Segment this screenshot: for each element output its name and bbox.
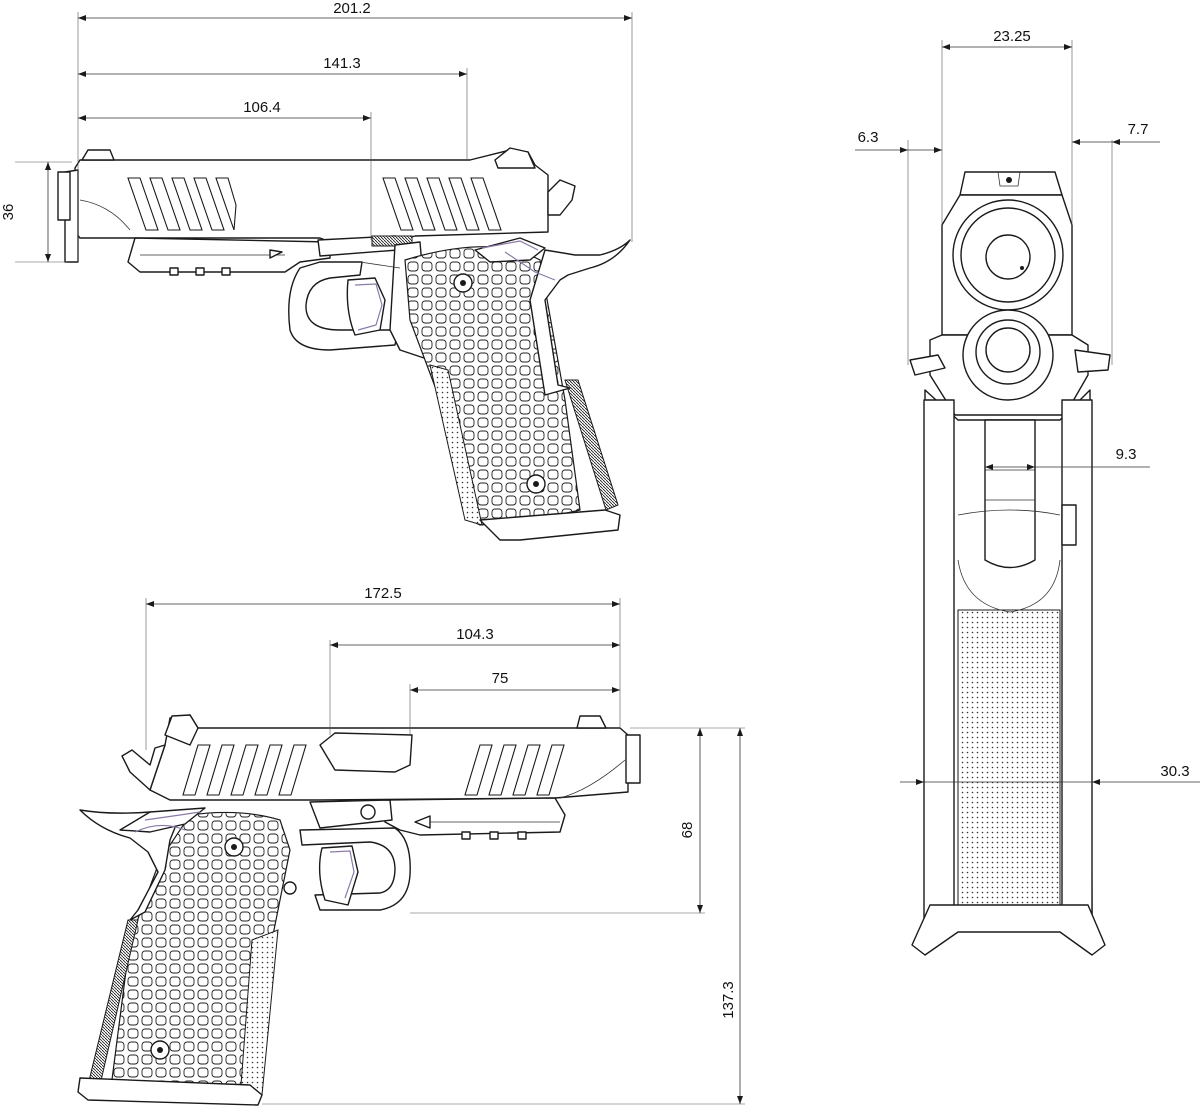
dims-side-right: 201.2 141.3 106.4 36 [0, 0, 633, 263]
rear-serrations [382, 177, 502, 231]
slide-stop [309, 799, 393, 829]
magazine-base [911, 904, 1106, 956]
front-serrations [464, 744, 565, 796]
rear-sight [494, 147, 536, 169]
dim-overall-length: 172.5 [364, 585, 402, 602]
dim-length-106: 106.4 [243, 99, 281, 116]
trigger-guard [288, 261, 399, 351]
beavertail [79, 809, 181, 921]
dim-length-75: 75 [492, 670, 509, 687]
trigger [318, 845, 359, 906]
rear-serrations [182, 744, 307, 796]
magazine-base [479, 509, 621, 541]
dim-length-104: 104.3 [456, 626, 494, 643]
ejection-port [319, 732, 413, 773]
dust-cover [384, 797, 566, 836]
beavertail [529, 239, 631, 396]
dims-side-left: 172.5 104.3 75 68 137.3 [145, 585, 745, 1105]
trigger [346, 277, 386, 336]
dim-overall-height: 137.3 [720, 981, 737, 1019]
dim-right-offset: 7.7 [1128, 121, 1149, 138]
front-sight [81, 149, 115, 161]
front-view [909, 171, 1111, 956]
dims-front-view: 23.25 6.3 7.7 9.3 30.3 [855, 28, 1200, 785]
dim-overall-length: 201.2 [333, 0, 371, 17]
dim-frame-height: 68 [679, 822, 696, 839]
dim-slide-height: 36 [0, 204, 17, 221]
hammer [121, 744, 166, 791]
magazine-base [77, 1077, 263, 1106]
dim-rail-width: 9.3 [1116, 446, 1137, 463]
rear-sight [959, 171, 1063, 196]
side-view-right [57, 147, 631, 541]
thumb-safety [474, 237, 546, 263]
trigger-guard [299, 827, 411, 911]
dim-slide-width: 23.25 [993, 28, 1031, 45]
rear-sight [164, 714, 199, 746]
front-serrations [127, 177, 237, 231]
dim-grip-width: 30.3 [1160, 763, 1189, 780]
dim-left-offset: 6.3 [858, 129, 879, 146]
hammer [547, 179, 576, 216]
side-view-left [77, 714, 641, 1106]
dim-length-141: 141.3 [323, 55, 361, 72]
front-sight [576, 715, 607, 729]
